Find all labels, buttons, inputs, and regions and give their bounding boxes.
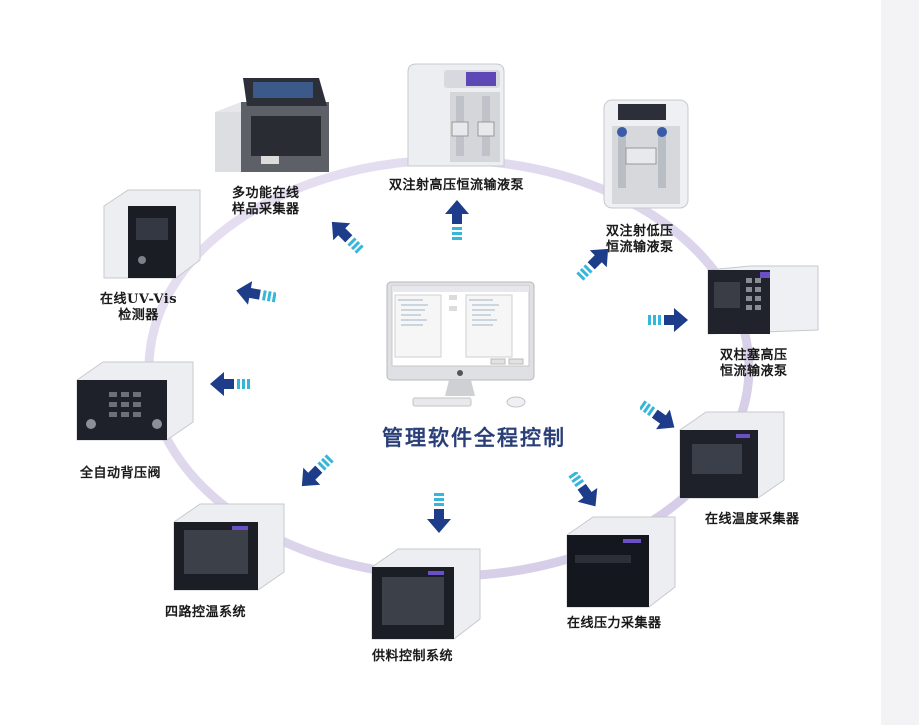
dual-syringe-high-pump-icon — [407, 63, 505, 167]
arrow-to-dual-piston — [648, 308, 688, 332]
arrow-to-feed-control — [427, 493, 451, 533]
uv-vis-detector-icon — [103, 189, 201, 279]
arrow-to-pressure-collector — [568, 472, 598, 507]
pressure-collector-icon — [566, 516, 676, 608]
right-margin-strip — [881, 0, 919, 725]
label-back-pressure-valve: 全自动背压阀 — [80, 466, 162, 481]
arrow-to-dual-syringe-high — [445, 200, 469, 240]
label-pressure-collector: 在线压力采集器 — [567, 616, 662, 631]
arrow-to-uv-vis — [236, 281, 276, 305]
temp-collector-icon — [679, 411, 785, 499]
label-dual-piston-high: 双柱塞高压恒流输液泵 — [720, 348, 788, 379]
feed-control-icon — [371, 548, 481, 640]
dual-syringe-low-pump-icon — [603, 99, 689, 209]
four-way-temp-icon — [173, 503, 285, 591]
label-dual-syringe-high: 双注射高压恒流输液泵 — [389, 178, 525, 193]
label-sampler: 多功能在线样品采集器 — [232, 186, 300, 217]
sampler-device-icon — [215, 78, 329, 172]
label-dual-syringe-low: 双注射低压恒流输液泵 — [606, 224, 674, 255]
label-temp-collector: 在线温度采集器 — [705, 512, 800, 527]
arrow-to-sampler — [331, 221, 364, 254]
arrow-to-four-way-temp — [301, 454, 334, 487]
arrow-to-back-pressure-valve — [210, 372, 250, 396]
arrow-to-temp-collector — [640, 400, 675, 430]
center-title: 管理软件全程控制 — [382, 425, 566, 450]
arrow-to-dual-syringe-low — [576, 248, 609, 281]
computer-monitor-icon — [386, 281, 535, 408]
dual-piston-high-pump-icon — [707, 265, 819, 335]
back-pressure-valve-icon — [76, 361, 194, 441]
label-feed-control: 供料控制系统 — [372, 649, 454, 664]
label-four-way-temp: 四路控温系统 — [165, 605, 247, 620]
